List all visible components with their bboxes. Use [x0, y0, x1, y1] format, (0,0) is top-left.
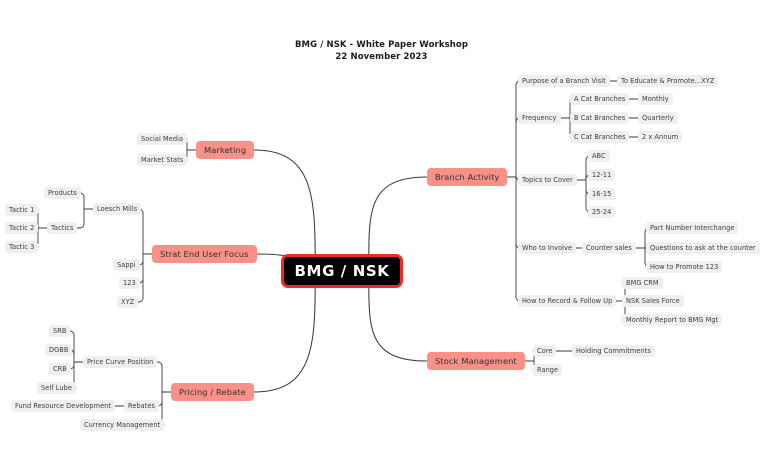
node-to-educate-promote[interactable]: To Educate & Promote...XYZ — [617, 75, 719, 87]
node-srb[interactable]: SRB — [49, 325, 71, 337]
center-node[interactable]: BMG / NSK — [281, 254, 403, 288]
node-core[interactable]: Core — [533, 345, 557, 357]
node-2-x-annum[interactable]: 2 x Annum — [638, 131, 683, 143]
node-monthly-report[interactable]: Monthly Report to BMG Mgt — [622, 314, 723, 326]
node-part-number-interchange[interactable]: Part Number Interchange — [646, 222, 739, 234]
node-currency-management[interactable]: Currency Management — [80, 419, 165, 431]
node-marketing[interactable]: Marketing — [196, 141, 255, 159]
node-16-15[interactable]: 16-15 — [588, 188, 616, 200]
node-products[interactable]: Products — [44, 187, 81, 199]
node-frequency[interactable]: Frequency — [518, 112, 561, 124]
node-bmg-crm[interactable]: BMG CRM — [622, 277, 663, 289]
node-how-to-record[interactable]: How to Record & Follow Up — [518, 295, 617, 307]
node-nsk-sales-force[interactable]: NSK Sales Force — [622, 295, 684, 307]
node-stock-management[interactable]: Stock Management — [427, 352, 525, 370]
node-range[interactable]: Range — [533, 364, 563, 376]
node-dgbb[interactable]: DGBB — [45, 344, 73, 356]
node-fund-resource-dev[interactable]: Fund Resource Development — [11, 400, 116, 412]
node-questions-to-ask[interactable]: Questions to ask at the counter — [646, 242, 760, 254]
node-a-cat-branches[interactable]: A Cat Branches — [570, 93, 630, 105]
title-line-2: 22 November 2023 — [335, 51, 428, 62]
node-quarterly[interactable]: Quarterly — [638, 112, 678, 124]
node-12-11[interactable]: 12-11 — [588, 169, 616, 181]
node-tactics[interactable]: Tactics — [47, 222, 78, 234]
node-tactic-3[interactable]: Tactic 3 — [5, 241, 39, 253]
node-holding-commitments[interactable]: Holding Commitments — [572, 345, 655, 357]
node-abc[interactable]: ABC — [588, 150, 610, 162]
node-counter-sales[interactable]: Counter sales — [582, 242, 636, 254]
node-monthly[interactable]: Monthly — [638, 93, 673, 105]
node-how-to-promote-123[interactable]: How to Promote 123 — [646, 261, 723, 273]
node-rebates[interactable]: Rebates — [124, 400, 159, 412]
node-pricing-rebate[interactable]: Pricing / Rebate — [171, 383, 254, 401]
page-title: BMG / NSK - White Paper Workshop 22 Nove… — [0, 40, 763, 63]
node-tactic-2[interactable]: Tactic 2 — [5, 222, 39, 234]
node-strat-end-user-focus[interactable]: Strat End User Focus — [152, 245, 257, 263]
node-xyz[interactable]: XYZ — [117, 296, 139, 308]
node-topics-to-cover[interactable]: Topics to Cover — [518, 174, 577, 186]
node-who-to-involve[interactable]: Who to Involve — [518, 242, 577, 254]
title-line-1: BMG / NSK - White Paper Workshop — [294, 40, 469, 50]
node-market-stats[interactable]: Market Stats — [137, 154, 188, 166]
node-price-curve-position[interactable]: Price Curve Position — [83, 356, 158, 368]
node-crb[interactable]: CRB — [49, 363, 71, 375]
node-self-lube[interactable]: Self Lube — [37, 382, 76, 394]
node-c-cat-branches[interactable]: C Cat Branches — [570, 131, 630, 143]
node-purpose-branch-visit[interactable]: Purpose of a Branch Visit — [518, 75, 610, 87]
node-b-cat-branches[interactable]: B Cat Branches — [570, 112, 630, 124]
node-loesch-mills[interactable]: Loesch Mills — [93, 203, 142, 215]
node-sappi[interactable]: Sappi — [113, 259, 140, 271]
node-123[interactable]: 123 — [119, 277, 140, 289]
node-tactic-1[interactable]: Tactic 1 — [5, 204, 39, 216]
node-social-media[interactable]: Social Media — [137, 133, 188, 145]
node-branch-activity[interactable]: Branch Activity — [427, 168, 508, 186]
node-25-24[interactable]: 25-24 — [588, 206, 616, 218]
